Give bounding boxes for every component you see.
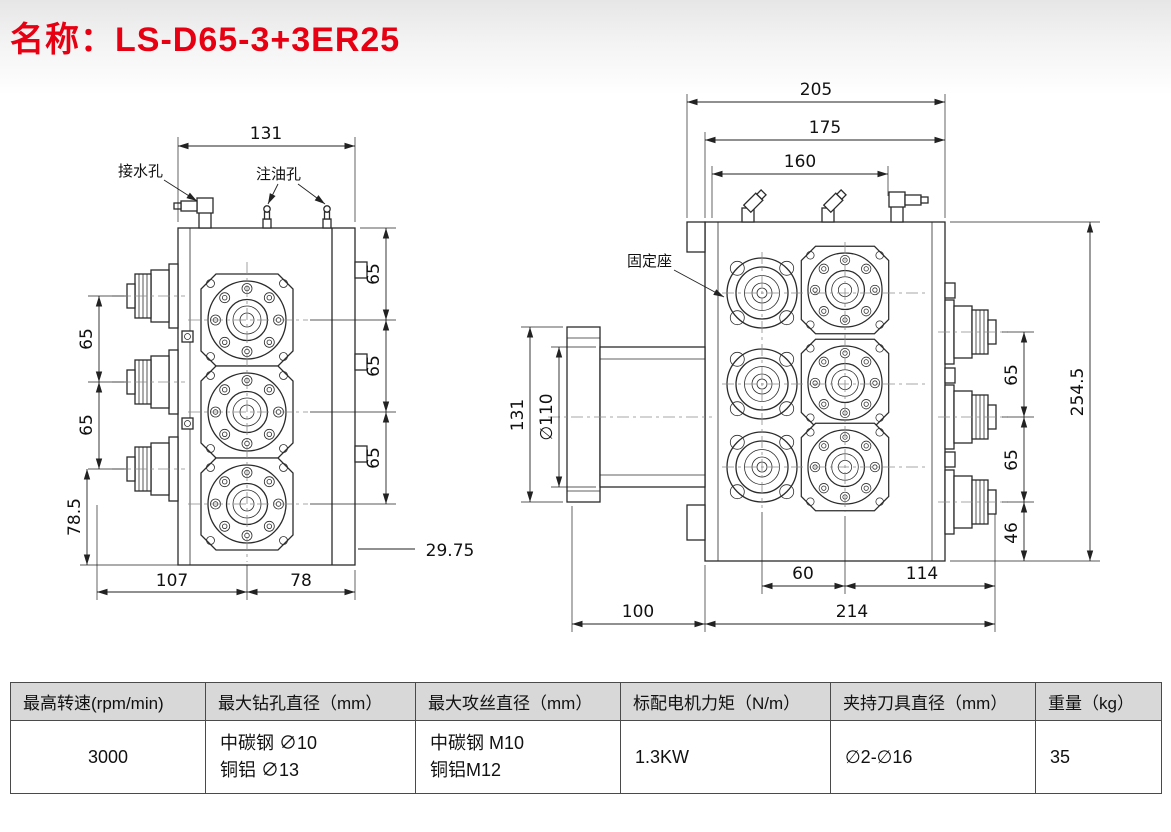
front-centerlines (112, 262, 308, 562)
dim-front-right-spacing-2: 65 (364, 355, 384, 377)
spec-table-wrap: 最高转速(rpm/min) 最大钻孔直径（mm） 最大攻丝直径（mm） 标配电机… (10, 682, 1162, 794)
dim-side-body-depth: 214 (836, 602, 868, 622)
dim-side-body-width: 175 (809, 118, 841, 138)
mounting-plate (566, 326, 706, 503)
value-drill-copper: 铜铝 ∅13 (220, 760, 300, 780)
oil-hole-label: 注油孔 (256, 166, 301, 183)
water-elbow-fitting (173, 197, 214, 229)
front-dimensions: 131 65 65 78.5 65 65 (65, 124, 474, 600)
value-drill-dia: 中碳钢 ∅10 铜铝 ∅13 (205, 720, 416, 794)
dim-side-inner-width: 160 (784, 152, 816, 172)
value-tool-dia: ∅2-∅16 (830, 720, 1036, 794)
dim-side-right-spacing-1: 65 (1002, 364, 1022, 386)
dim-side-collet-reach: 114 (906, 564, 938, 584)
dim-side-spindle-spacing: 60 (792, 564, 814, 584)
dim-side-plate-depth: 100 (622, 602, 654, 622)
water-hole-label: 接水孔 (118, 163, 163, 180)
dim-side-overall-height: 254.5 (1068, 368, 1088, 417)
header-weight: 重量（kg） (1035, 682, 1162, 721)
value-tap-steel: 中碳钢 M10 (430, 733, 525, 753)
side-view: 固定座 205 175 160 131 (508, 80, 1100, 632)
side-dimensions: 205 175 160 131 ∅110 (508, 80, 1100, 632)
oil-nipple (262, 205, 272, 229)
header-max-speed: 最高转速(rpm/min) (10, 682, 206, 721)
dim-front-offset: 29.75 (426, 541, 475, 561)
dim-front-left-spacing-1: 65 (77, 328, 97, 350)
value-max-speed: 3000 (10, 720, 206, 794)
dim-side-bottom-right: 46 (1002, 522, 1022, 544)
oil-elbow-fitting (821, 188, 848, 223)
value-tap-copper: 铜铝M12 (430, 760, 502, 780)
header-drill-dia: 最大钻孔直径（mm） (205, 682, 416, 721)
side-centerlines (548, 242, 1008, 512)
spec-data-row: 3000 中碳钢 ∅10 铜铝 ∅13 中碳钢 M10 铜铝M12 1.3KW … (10, 720, 1162, 794)
page-title: 名称：LS-D65-3+3ER25 (10, 21, 401, 59)
dim-side-plate-height: 131 (508, 399, 528, 431)
spec-header-row: 最高转速(rpm/min) 最大钻孔直径（mm） 最大攻丝直径（mm） 标配电机… (10, 682, 1162, 721)
label-fixed-seat: 固定座 (627, 253, 725, 298)
header-motor-torque: 标配电机力矩（N/m） (620, 682, 831, 721)
dim-front-right-spacing-3: 65 (364, 447, 384, 469)
water-elbow-fitting (888, 191, 929, 223)
value-weight: 35 (1035, 720, 1162, 794)
fixed-seat-label: 固定座 (627, 253, 672, 270)
value-motor-torque: 1.3KW (620, 720, 831, 794)
header-tap-dia: 最大攻丝直径（mm） (415, 682, 621, 721)
value-tap-dia: 中碳钢 M10 铜铝M12 (415, 720, 621, 794)
label-oil-hole: 注油孔 (256, 166, 326, 205)
dim-front-left-spacing-2: 65 (77, 414, 97, 436)
value-drill-steel: 中碳钢 ∅10 (220, 733, 318, 753)
dim-front-width: 131 (250, 124, 282, 144)
front-view: 接水孔 注油孔 131 65 (65, 124, 474, 600)
dim-side-right-spacing-2: 65 (1002, 449, 1022, 471)
dim-side-overall-width: 205 (800, 80, 832, 100)
dim-front-bottom-2: 78 (290, 571, 312, 591)
dim-front-bottom-1: 107 (156, 571, 188, 591)
header-tool-dia: 夹持刀具直径（mm） (830, 682, 1036, 721)
spec-table: 最高转速(rpm/min) 最大钻孔直径（mm） 最大攻丝直径（mm） 标配电机… (10, 682, 1162, 794)
dim-front-bottom-left: 78.5 (65, 498, 85, 536)
technical-drawing: 接水孔 注油孔 131 65 (65, 80, 1100, 632)
oil-elbow-fitting (741, 188, 768, 223)
label-water-hole: 接水孔 (118, 163, 198, 202)
dim-side-cylinder-dia: ∅110 (537, 393, 557, 440)
oil-nipple (322, 205, 332, 229)
dim-front-right-spacing-1: 65 (364, 263, 384, 285)
